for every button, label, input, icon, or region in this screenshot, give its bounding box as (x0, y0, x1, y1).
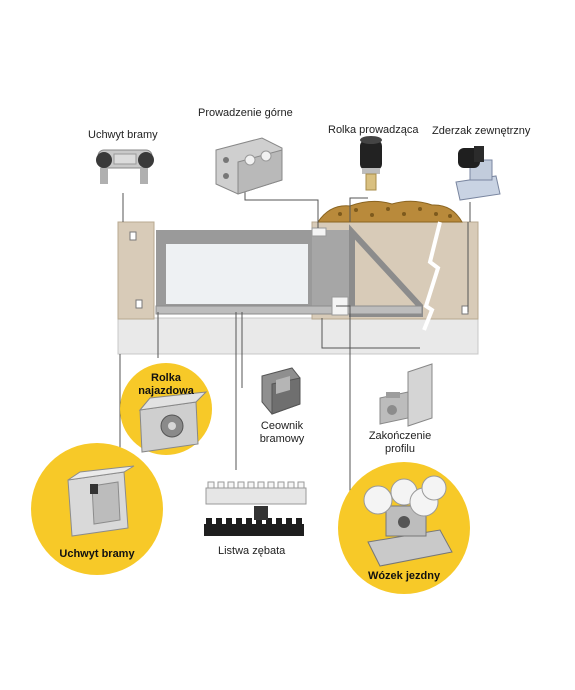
leader-lines (119, 190, 471, 500)
label-uchwyt-bramy-top: Uchwyt bramy (88, 129, 158, 141)
label-wozek-jezdny: Wózek jezdny (367, 570, 441, 582)
label-rolka-najazdowa: Rolka najazdowa (138, 372, 194, 397)
uchwyt-bramy-top-image (96, 149, 154, 184)
ceownik-bramowy-image (261, 367, 301, 415)
bottom-rail (155, 305, 423, 315)
upper-guide-mark (311, 227, 327, 237)
gravel-texture (338, 207, 452, 218)
left-bracket-top (129, 231, 137, 241)
uchwyt-bramy-circle-image (67, 465, 135, 537)
label-prowadzenie-gorne: Prowadzenie górne (198, 107, 293, 119)
listwa-zebata-image (204, 481, 307, 536)
label-zderzak-zewnetrzny: Zderzak zewnętrzny (432, 125, 531, 137)
gate-glass (166, 244, 308, 304)
gravel-top (317, 200, 463, 223)
rolka-najazdowa-image (138, 391, 208, 453)
right-stopper (461, 305, 469, 315)
label-listwa-zebata: Listwa zębata (218, 545, 286, 557)
label-uchwyt-bramy-circle: Uchwyt bramy (59, 548, 135, 560)
wall-break (422, 221, 442, 331)
left-bracket-bottom (135, 299, 143, 309)
zderzak-zewnetrzny-image (455, 146, 501, 201)
prowadzenie-gorne-image (215, 137, 283, 195)
wozek-jezdny-image (363, 475, 453, 567)
zakonczenie-profilu-image (379, 363, 433, 427)
label-zakonczenie-profilu: Zakończenie profilu (368, 430, 432, 455)
rolka-prowadzaca-image (360, 136, 382, 191)
label-ceownik-bramowy: Ceownik bramowy (259, 420, 305, 445)
ground-slab (117, 317, 479, 355)
label-rolka-prowadzaca: Rolka prowadząca (328, 124, 419, 136)
